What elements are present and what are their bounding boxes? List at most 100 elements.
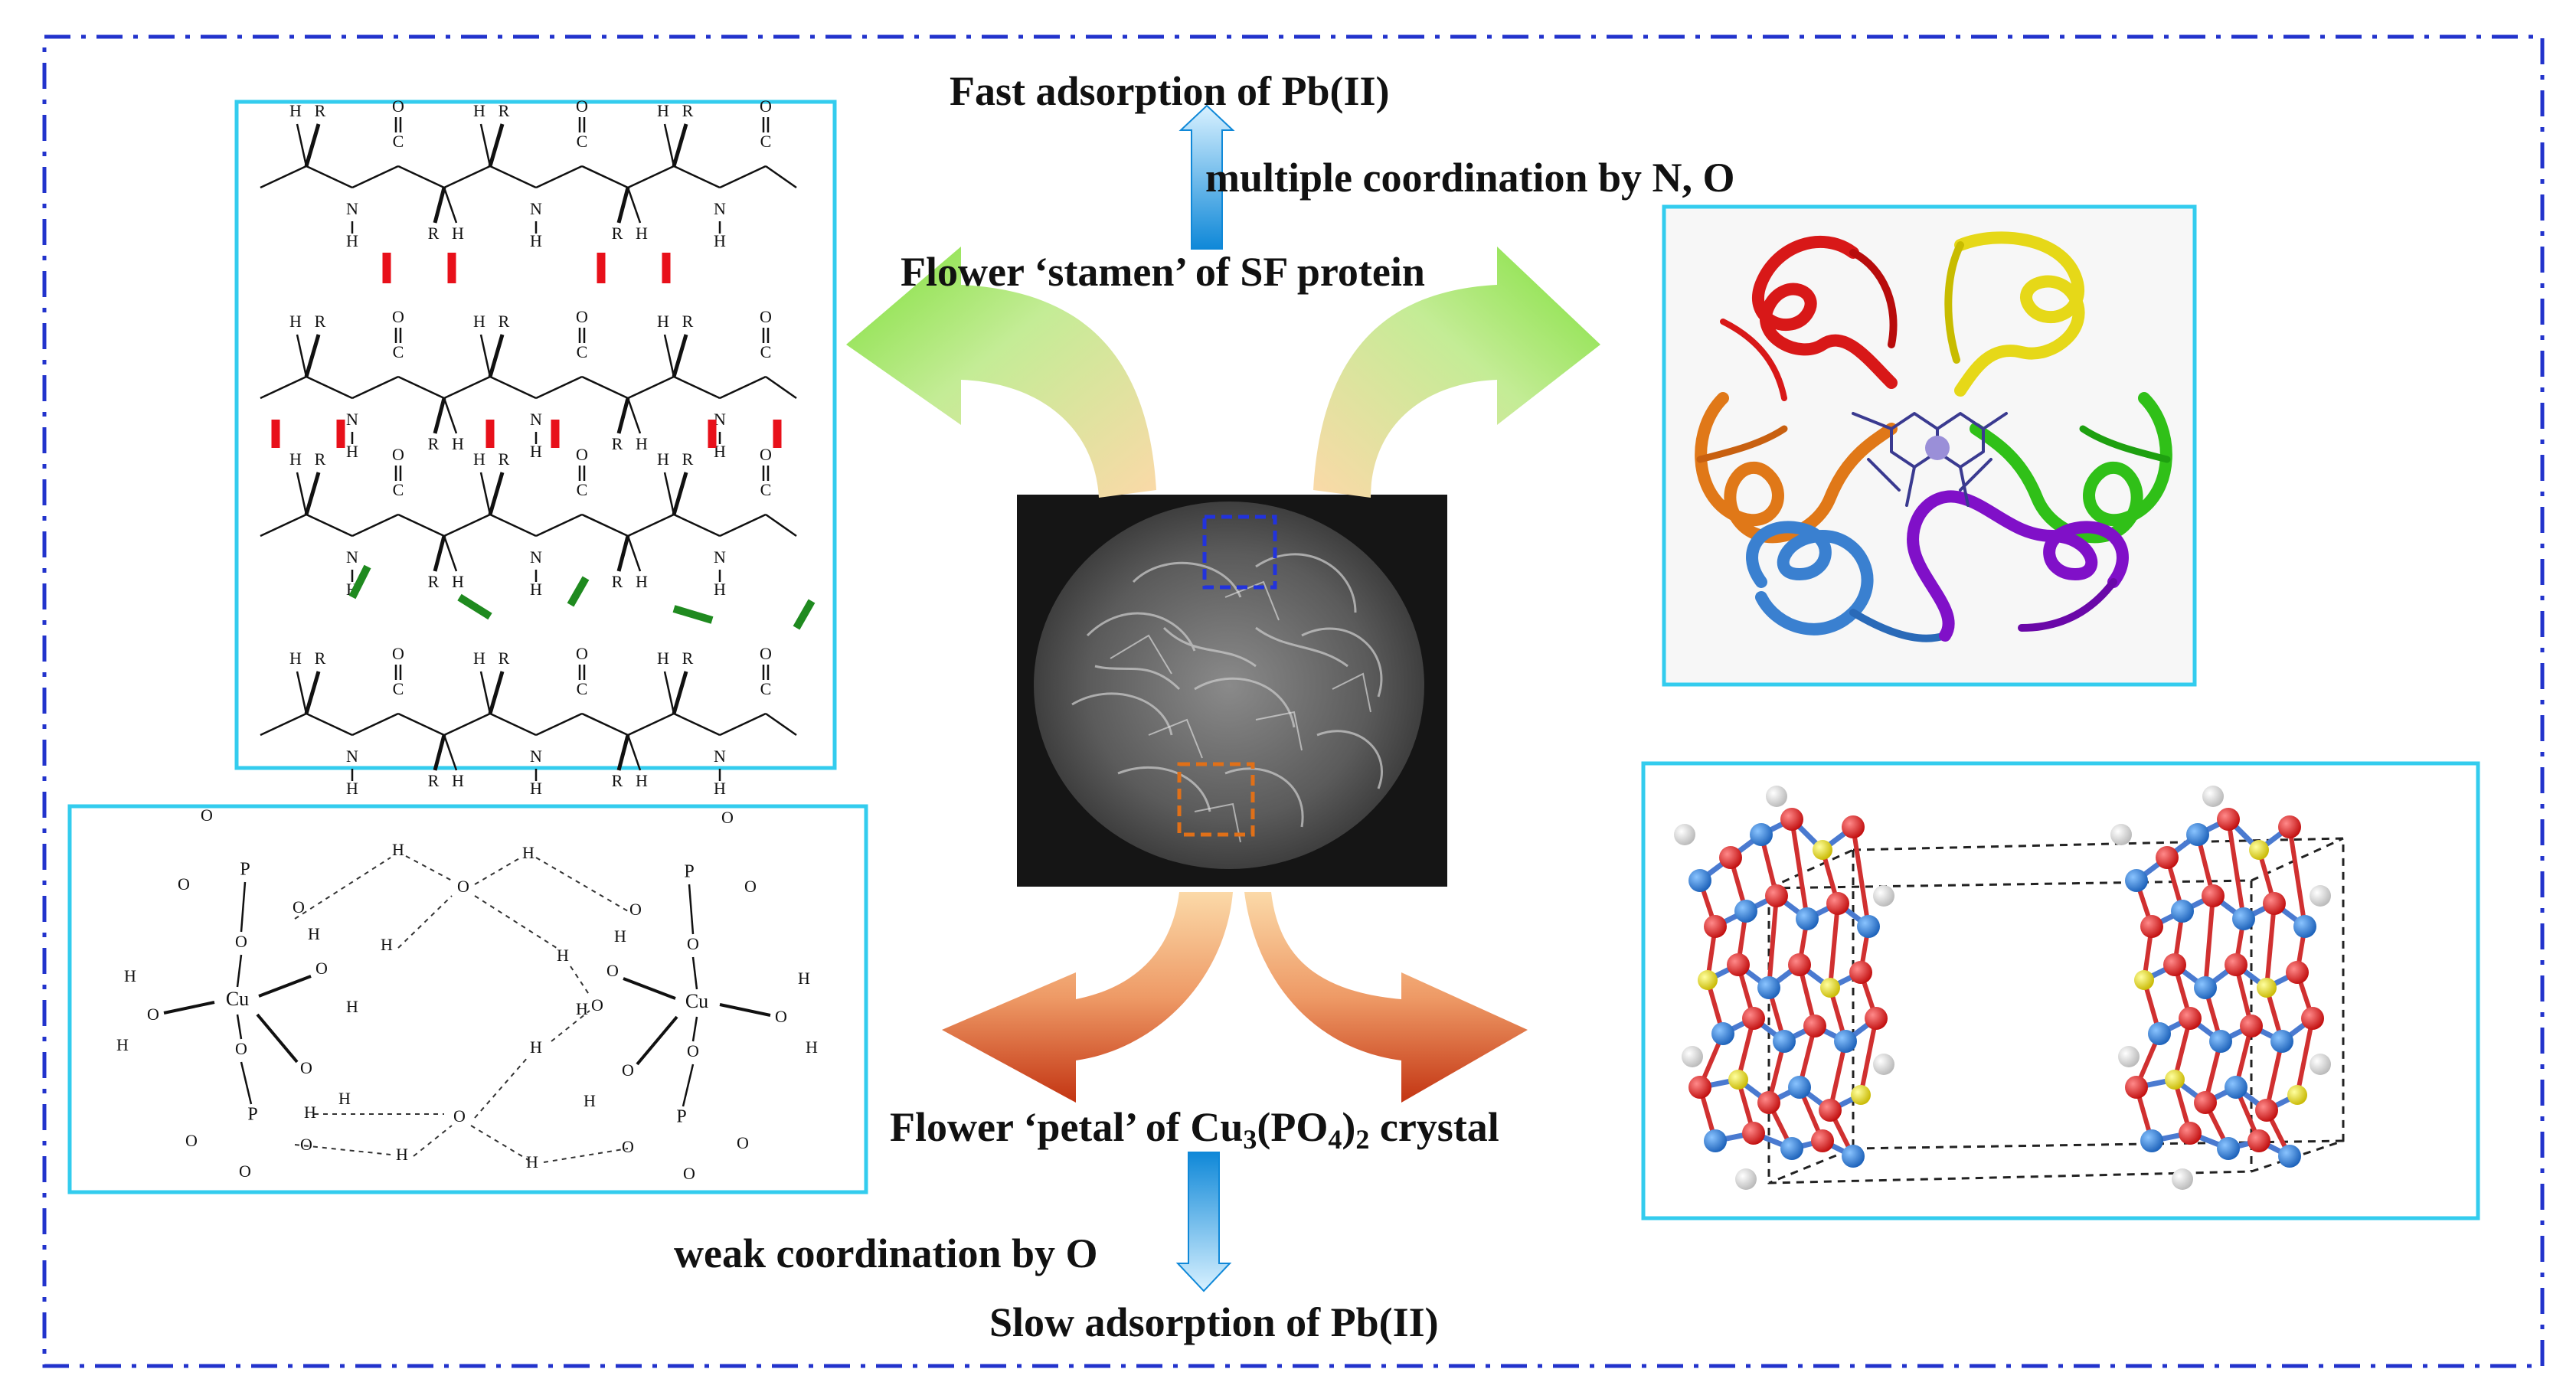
lattice-bond [1767, 895, 1779, 988]
oxygen-atom [1803, 1015, 1826, 1037]
hydrogen-atom [1873, 885, 1894, 907]
oxygen-atom [1849, 961, 1872, 984]
backbone-bond [719, 712, 767, 737]
backbone-bond [397, 712, 445, 737]
copper-atom [1704, 1129, 1727, 1152]
backbone-bond [306, 165, 353, 189]
side-chain-r: R [612, 771, 623, 790]
ch-bond [626, 397, 642, 434]
backbone-bond [306, 513, 353, 538]
copper-atom [1842, 1145, 1865, 1168]
cuo-bond [236, 1014, 243, 1040]
backbone-bond [627, 165, 675, 189]
hydrogen-atom [1873, 1054, 1894, 1075]
carbon-atom: C [760, 679, 772, 698]
hydrogen-bond-dashed [294, 857, 391, 920]
hydrogen-atom: H [714, 442, 726, 461]
oxygen-atom: O [392, 445, 404, 464]
copper-atom [2270, 1030, 2293, 1053]
cr-bond [616, 535, 630, 572]
hydrogen-atom: H [124, 966, 136, 985]
cr-bond [433, 187, 446, 224]
hydrogen-bond-dashed [474, 1056, 529, 1119]
hydrogen-atom: H [304, 1103, 316, 1122]
oxygen-atom [2225, 953, 2247, 976]
oxygen-atom [1780, 808, 1803, 831]
fast-adsorption-label: Fast adsorption of Pb(II) [950, 68, 1390, 114]
hydrogen-atom: H [473, 312, 485, 331]
protein-ribbon-image [1695, 231, 2172, 642]
backbone-bond [581, 375, 629, 400]
oxygen-atom: O [744, 877, 757, 896]
oxygen-atom: O [576, 96, 588, 116]
phosphorus-atom [1728, 1070, 1748, 1090]
hydrogen-atom: H [289, 312, 302, 331]
oxygen-atom [2156, 846, 2179, 869]
petal-label-part-1: Flower ‘petal’ of Cu [890, 1104, 1244, 1150]
copper-atom [2209, 1030, 2232, 1053]
nitrogen-atom: N [714, 199, 726, 218]
hydrogen-atom: H [116, 1035, 129, 1054]
oxygen-atom [1819, 1099, 1842, 1122]
carbon-atom: C [577, 342, 588, 361]
petal-subscript-4: 4 [1328, 1124, 1342, 1155]
oxygen-atom [2163, 953, 2186, 976]
copper-atom [2225, 1076, 2247, 1099]
hydrogen-bond-dashed [294, 1144, 391, 1155]
petal-label-part-4: crystal [1369, 1104, 1499, 1150]
lattice-bond [2264, 1041, 2284, 1111]
hydrogen-atom: H [289, 449, 302, 469]
hydrogen-bond-green [457, 593, 492, 620]
backbone-bond [260, 165, 307, 189]
backbone-bond [581, 165, 629, 189]
hydrogen-atom: H [473, 101, 485, 120]
hydrogen-atom: H [473, 449, 485, 469]
cr-bond [488, 334, 505, 377]
coordination-arrow [256, 1013, 299, 1064]
cr-bond [304, 671, 321, 714]
hydrogen-atom: H [798, 969, 810, 988]
multiple-coordination-label: multiple coordination by N, O [1205, 155, 1735, 201]
hydrogen-bond-dashed [551, 1010, 590, 1042]
oxygen-atom [2301, 1007, 2324, 1030]
phosphorus-atom [1820, 978, 1840, 998]
oxygen-atom: O [185, 1131, 198, 1150]
green-arrow-left [846, 247, 1156, 498]
water-oxygen: O [591, 995, 603, 1015]
backbone-bond [489, 375, 537, 400]
oxygen-atom: O [687, 934, 699, 953]
hydrogen-atom: H [392, 840, 404, 859]
petal-label: Flower ‘petal’ of Cu3(PO4)2 crystal [890, 1106, 1499, 1153]
backbone-bond [260, 375, 307, 400]
oxygen-atom [2255, 1099, 2278, 1122]
phosphorus-atom [1813, 840, 1832, 860]
hydrogen-atom: H [576, 999, 588, 1018]
backbone-bond [443, 513, 491, 538]
cr-bond [433, 734, 446, 771]
hydrogen-atom: H [452, 224, 464, 243]
cr-bond [488, 472, 505, 515]
oxygen-atom [1788, 953, 1811, 976]
phosphorus-atom: P [684, 862, 694, 882]
ch-bond [663, 671, 675, 714]
hydrogen-atom: H [657, 101, 669, 120]
cr-bond [616, 397, 630, 434]
backbone-bond [765, 375, 797, 400]
hydrogen-atom [2172, 1168, 2193, 1190]
cr-bond [488, 123, 505, 167]
hydrogen-atom: H [636, 434, 648, 453]
backbone-bond [581, 513, 629, 538]
oxygen-atom [2247, 1129, 2270, 1152]
hydrogen-bond-green [348, 564, 371, 600]
copper-atom [2186, 823, 2209, 846]
nitrogen-atom: N [530, 410, 542, 429]
oxygen-atom [1742, 1122, 1765, 1145]
oxygen-atom [2278, 815, 2301, 838]
oxygen-atom: O [392, 307, 404, 326]
lattice-bond [2264, 903, 2277, 988]
ch-bond [626, 734, 642, 771]
oxygen-atom [1757, 1091, 1780, 1114]
coordination-arrow [258, 975, 312, 998]
copper-atom [1711, 1022, 1734, 1045]
backbone-bond [673, 375, 721, 400]
